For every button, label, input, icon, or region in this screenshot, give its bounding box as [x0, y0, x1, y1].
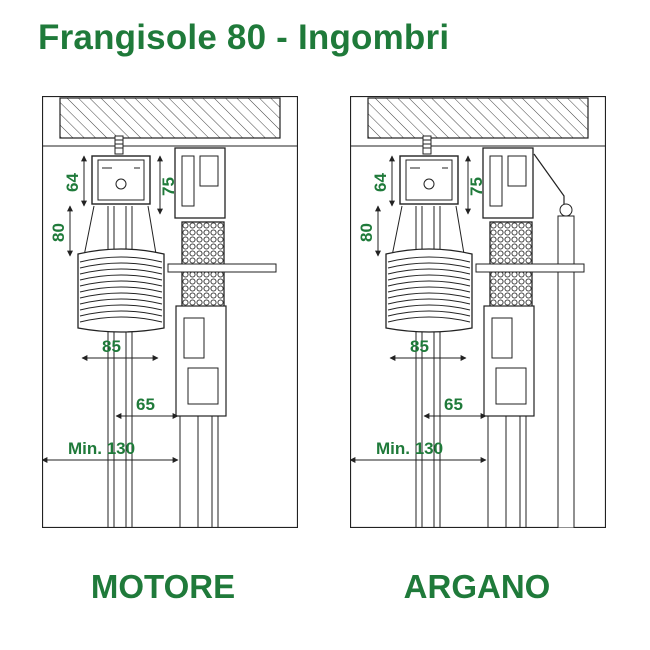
dim-75: 75 [159, 177, 178, 196]
dim-80: 80 [49, 223, 68, 242]
dim-85: 85 [410, 337, 429, 356]
dim-75: 75 [467, 177, 486, 196]
caption-motore: MOTORE [90, 568, 236, 605]
dim-85: 85 [102, 337, 121, 356]
caption-argano: ARGANO [403, 568, 551, 605]
dim-64: 64 [63, 173, 82, 192]
dim-65: 65 [136, 395, 155, 414]
dim-80: 80 [357, 223, 376, 242]
diagram-motore: 64 75 80 85 65 Min. 130 [42, 96, 298, 528]
diagram-argano: 64 75 80 85 65 Min. 130 [350, 96, 606, 528]
dim-65: 65 [444, 395, 463, 414]
dim-64: 64 [371, 173, 390, 192]
page-title: Frangisole 80 - Ingombri [38, 18, 450, 57]
dim-min-130: Min. 130 [68, 439, 135, 458]
dim-min-130: Min. 130 [376, 439, 443, 458]
